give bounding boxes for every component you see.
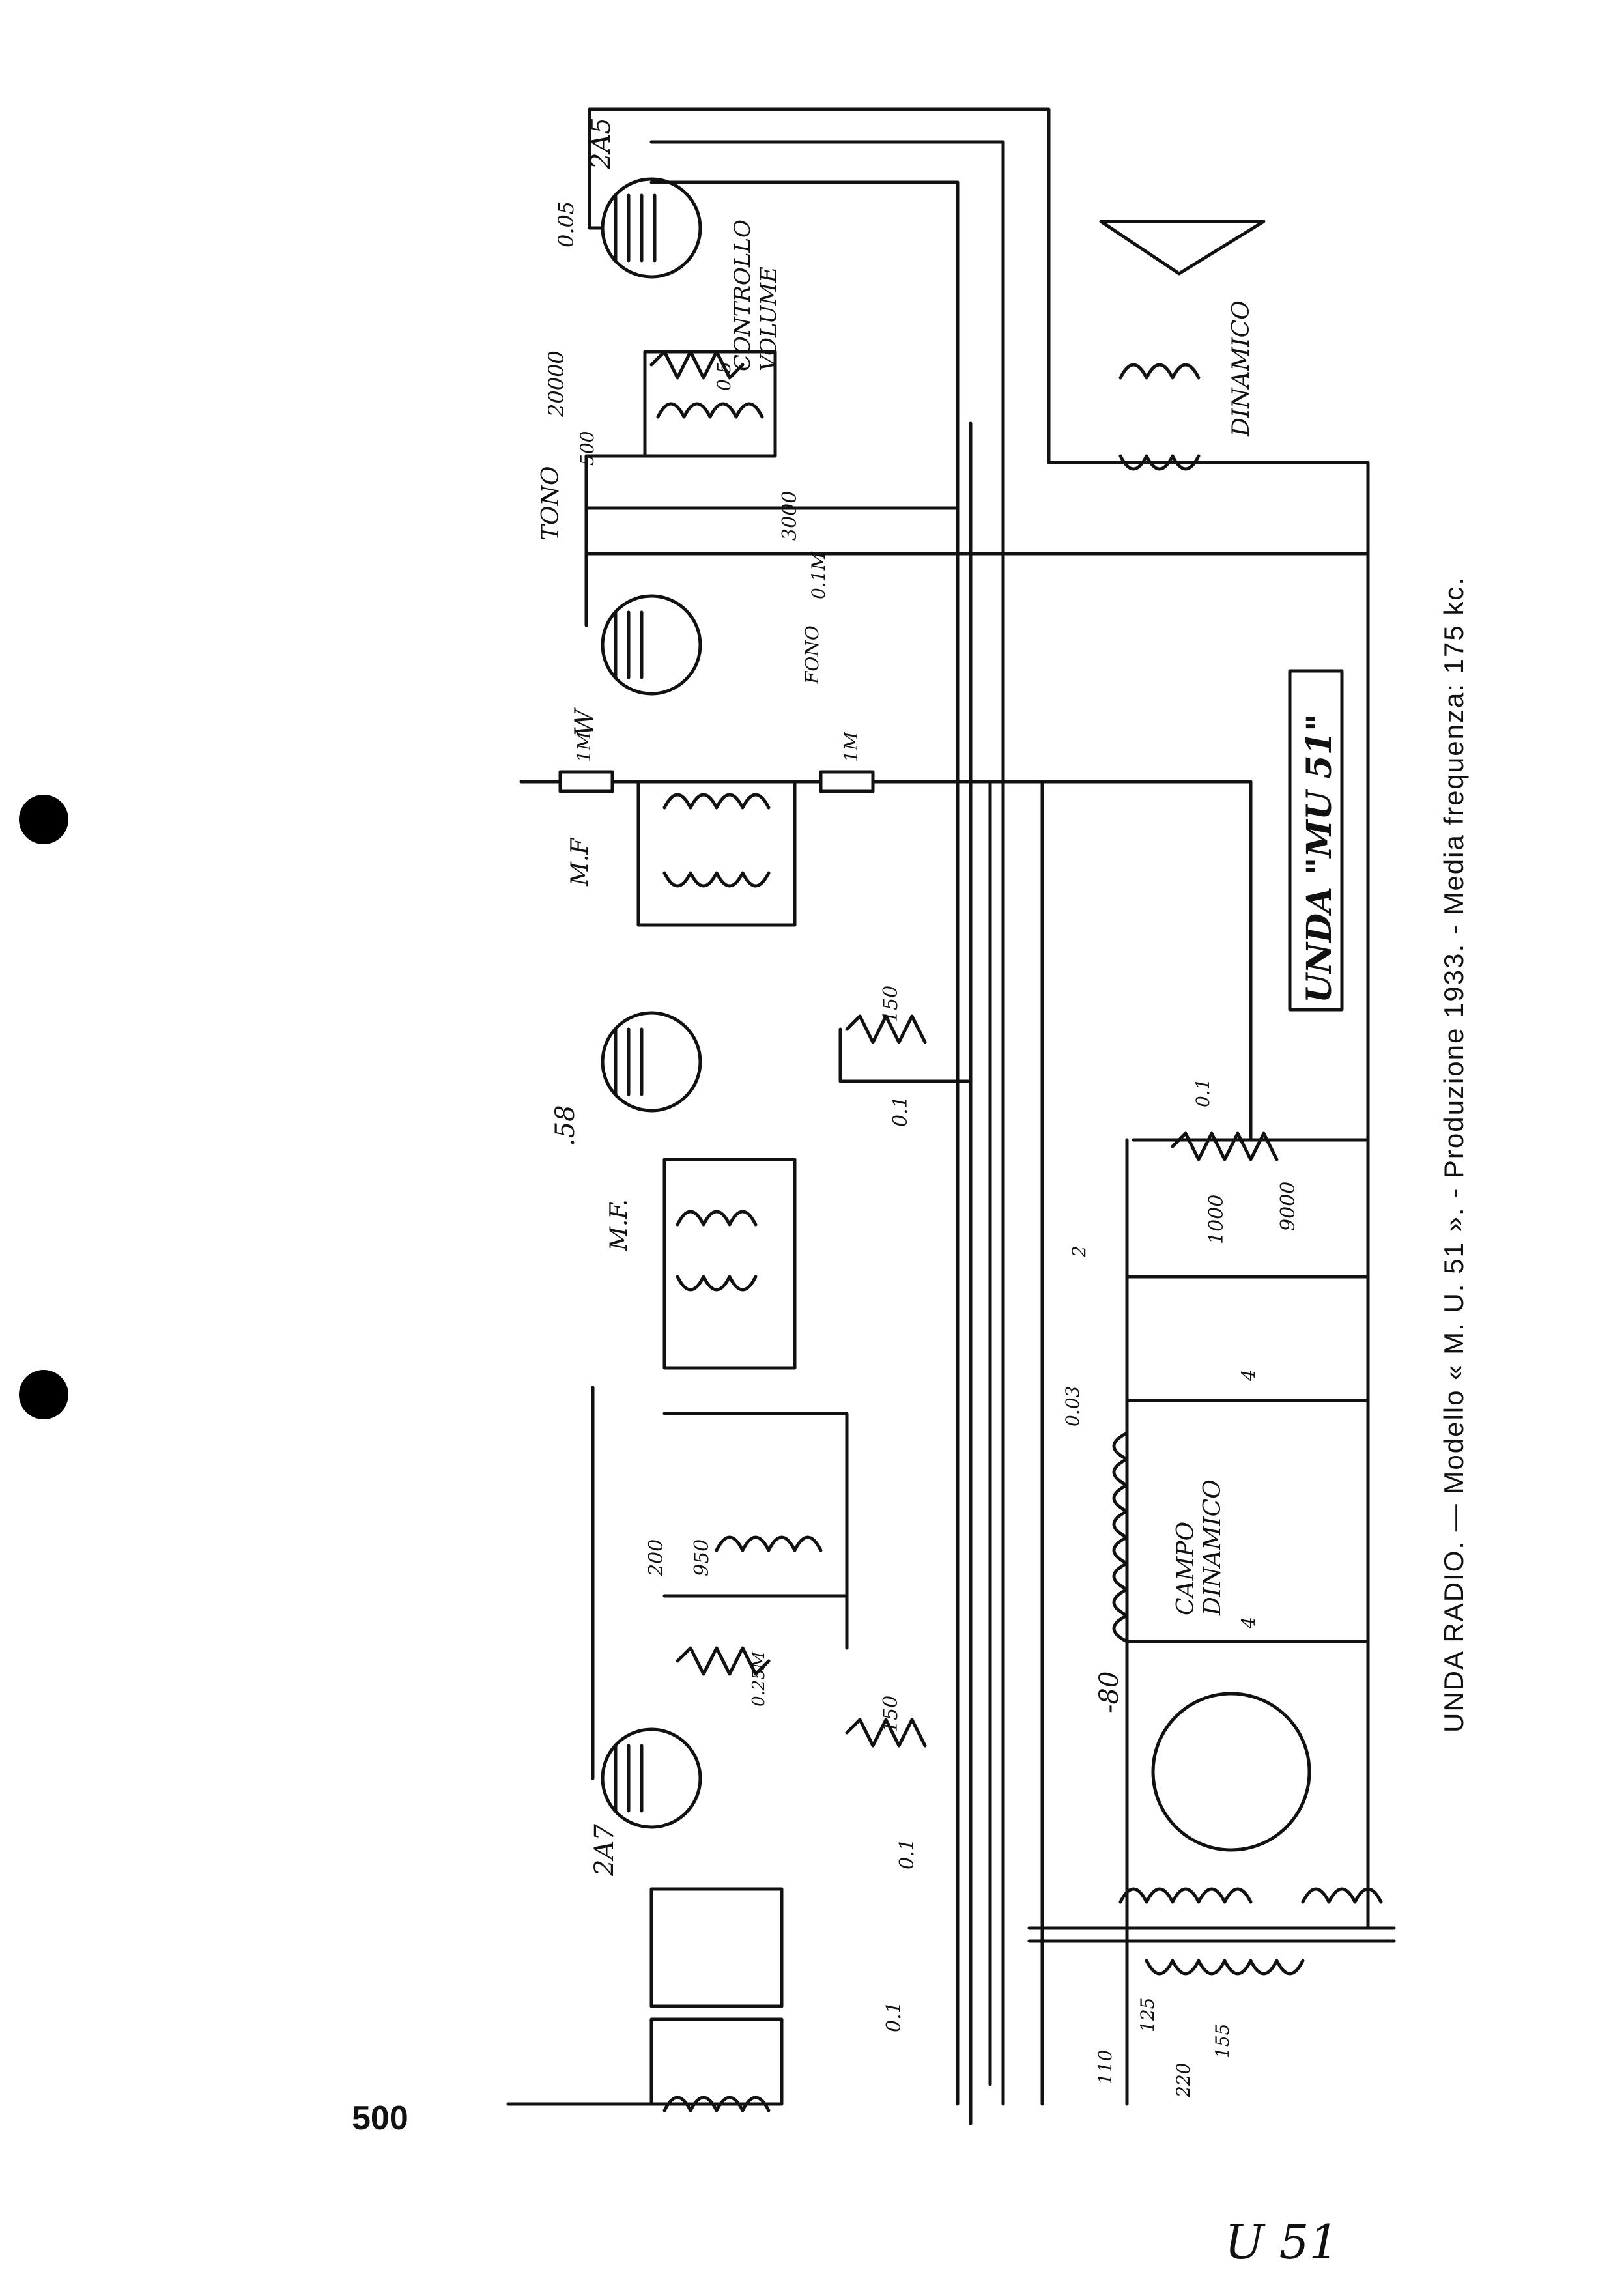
if-coil-2 xyxy=(662,793,771,888)
if-coil-1 xyxy=(676,1210,758,1292)
speaker-cone xyxy=(1099,220,1266,276)
title-box-text: UNDA "MU 51" xyxy=(1300,714,1339,1003)
value-c-01-b: 0.1 xyxy=(1192,1078,1214,1107)
secondary-coil xyxy=(1118,1887,1383,1904)
label-if2: M.F. xyxy=(606,1199,633,1251)
tone-network xyxy=(584,454,1370,627)
value-r-1m-b: 1M xyxy=(840,732,862,762)
tube-2a7-grid xyxy=(614,1744,644,1813)
tube-label-2a5: 2A5 xyxy=(586,117,616,169)
top-rail xyxy=(588,107,1370,1930)
2a5-plate-link xyxy=(588,107,605,230)
value-r-150-a: 150 xyxy=(879,985,902,1023)
r025m xyxy=(676,1646,771,1676)
field-coil xyxy=(1112,1431,1129,1643)
label-if1: M.F xyxy=(567,838,593,886)
hv-bus xyxy=(1125,1138,1370,2106)
filter-bus xyxy=(1125,1275,1370,1402)
r150-b xyxy=(845,1718,927,1748)
value-v-110: 110 xyxy=(1094,2049,1116,2084)
res-1m-a xyxy=(519,770,823,793)
tube-w-grid xyxy=(614,610,644,679)
value-c-4-a: 4 xyxy=(1238,1369,1259,1381)
value-r-01m: 0.1M xyxy=(808,551,829,599)
label-phono: FONO xyxy=(801,625,823,684)
value-c-200: 200 xyxy=(645,1539,668,1576)
rf-box xyxy=(649,1887,784,2106)
value-r-9000: 9000 xyxy=(1277,1181,1300,1231)
tube-58-grid xyxy=(614,1027,644,1096)
osc-network xyxy=(591,1386,849,1780)
tube-2a7-envelope xyxy=(601,1727,702,1829)
osc-coil xyxy=(715,1535,823,1552)
tube-2a5-grid xyxy=(614,193,657,263)
label-dynamic: DINAMICO xyxy=(1228,300,1255,436)
label-tone: TONO xyxy=(537,466,564,541)
value-c-500: 500 xyxy=(577,431,598,466)
value-r-003: 0.03 xyxy=(1062,1386,1083,1427)
power-transformer xyxy=(1027,1926,1396,1943)
tube-80-envelope xyxy=(1151,1692,1311,1852)
caption: UNDA RADIO. — Modello « M. U. 51 ». - Pr… xyxy=(1438,576,1469,1733)
tube-label-58: .58 xyxy=(550,1105,580,1146)
label-volume: CONTROLLO VOLUME xyxy=(730,220,782,371)
primary-coil xyxy=(1145,1959,1305,1976)
if-box-1 xyxy=(662,1158,797,1370)
value-v-155: 155 xyxy=(1212,2023,1233,2058)
output-transformer-2a5 xyxy=(643,350,777,458)
volume-pot xyxy=(649,350,745,380)
value-r-150-b: 150 xyxy=(879,1695,902,1733)
value-c-01-d: 0.1 xyxy=(883,2001,905,2032)
value-c-01-a: 0.1 xyxy=(889,1096,912,1127)
value-r-20000: 20000 xyxy=(544,350,569,417)
value-r-1000: 1000 xyxy=(1205,1194,1228,1244)
value-c-4-b: 4 xyxy=(1238,1617,1259,1628)
value-c-3000: 3000 xyxy=(778,490,801,541)
punch-hole-upper xyxy=(19,795,68,844)
value-c-01-c: 0.1 xyxy=(896,1838,919,1869)
tube-w-envelope xyxy=(601,594,702,696)
mid-rail-2 xyxy=(649,180,960,2106)
value-c-005: 0.05 xyxy=(554,201,578,248)
res-1m-b xyxy=(819,770,1253,1142)
value-c-950: 950 xyxy=(691,1539,713,1576)
mid-rail-1 xyxy=(649,140,1005,2106)
value-v-220: 220 xyxy=(1173,2062,1194,2097)
value-r-025m: 0.25M xyxy=(749,1651,769,1707)
handwritten-reference: U 51 xyxy=(1225,2215,1339,2269)
r150-a xyxy=(838,1014,973,1083)
value-pot-05: 0.5 xyxy=(713,362,735,391)
tube-label-2a7: 2A7 xyxy=(590,1824,620,1876)
if-box-2 xyxy=(636,780,797,927)
value-v-125: 125 xyxy=(1137,1997,1158,2032)
title-frame xyxy=(1288,669,1344,1012)
antenna-coil xyxy=(662,2096,771,2112)
coil-output xyxy=(656,402,764,419)
tube-58-envelope xyxy=(601,1011,702,1113)
page-number: 500 xyxy=(352,2099,408,2137)
value-c-2: 2 xyxy=(1068,1245,1090,1257)
value-r-1m-a: 1M xyxy=(573,732,595,762)
voltage-divider xyxy=(1171,1131,1279,1161)
label-field: CAMPO DINAMICO xyxy=(1173,1479,1226,1615)
speaker-transformer xyxy=(1118,363,1201,471)
tube-label-80: -80 xyxy=(1094,1671,1124,1713)
punch-hole-lower xyxy=(19,1370,68,1419)
